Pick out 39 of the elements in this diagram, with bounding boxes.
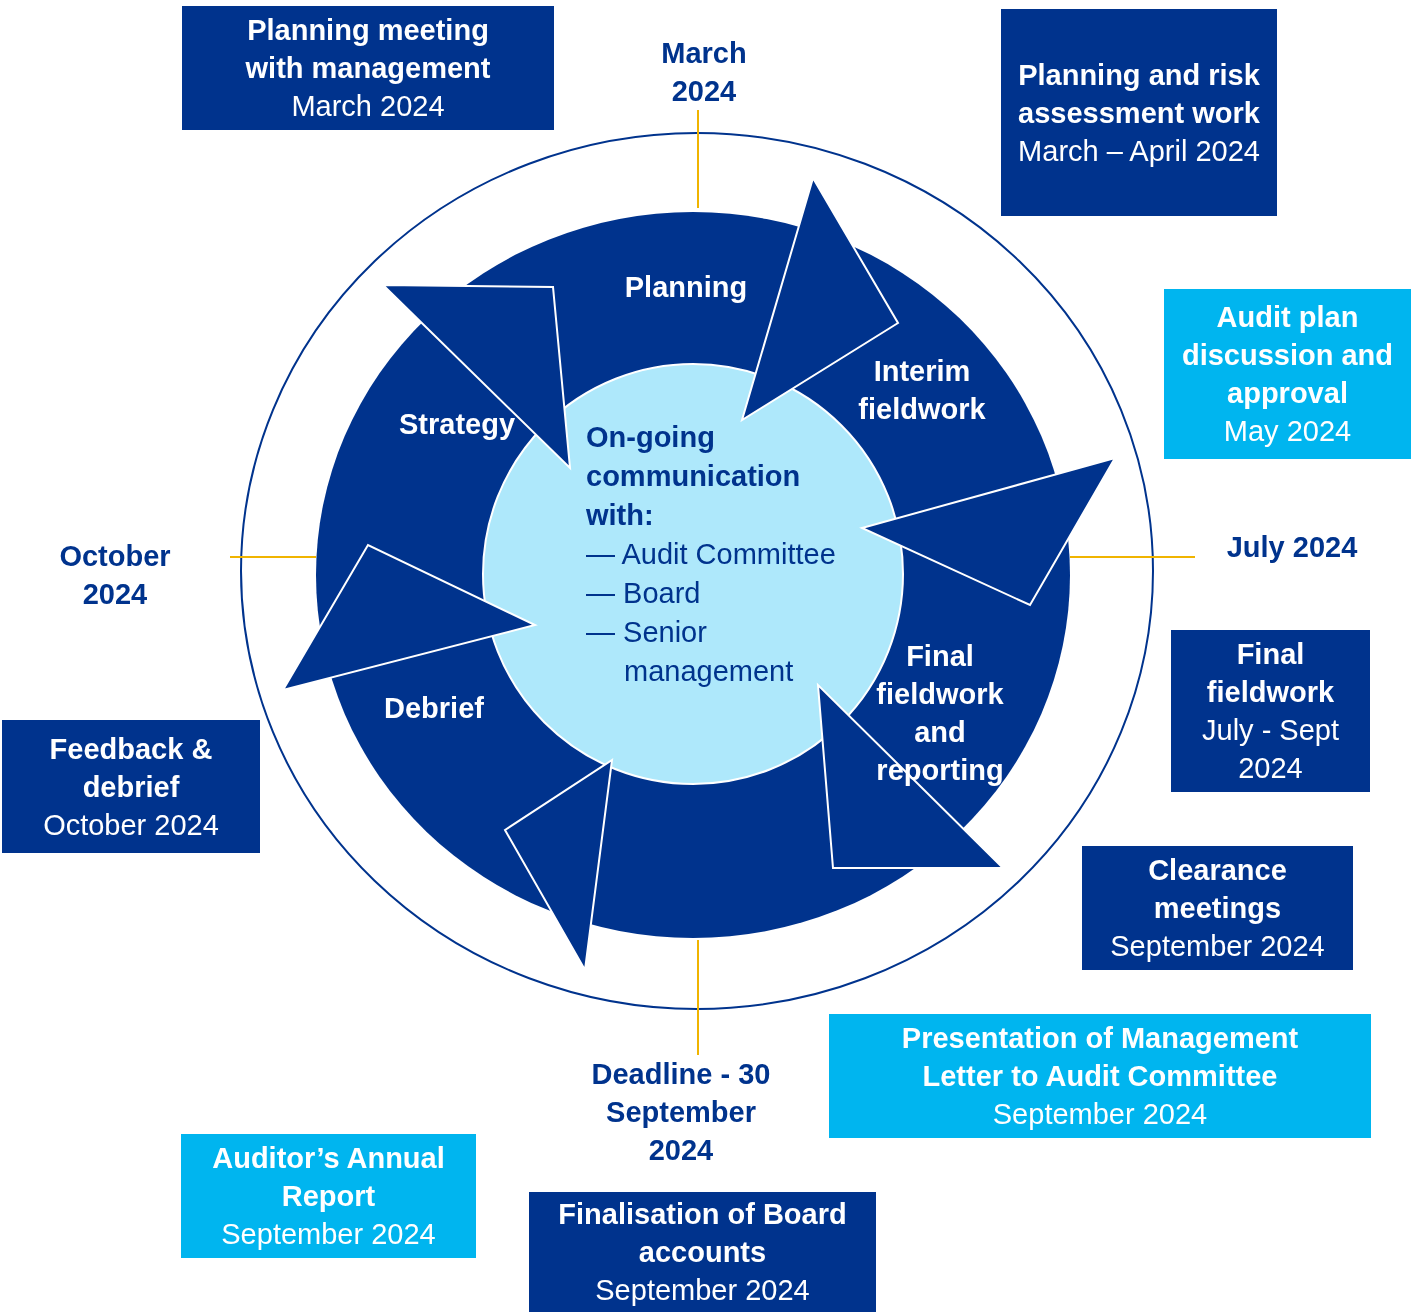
- milestone-title: Planning meeting with management: [244, 13, 492, 86]
- milestone-box: [182, 6, 554, 130]
- milestone-title: Audit plan discussion and approval: [1180, 300, 1395, 411]
- month-label: March 2024: [660, 36, 748, 109]
- milestone-box: [1171, 630, 1370, 792]
- milestone-date: May 2024: [1223, 414, 1352, 449]
- month-label: Deadline - 30 September 2024: [590, 1057, 772, 1168]
- stage-label: Strategy: [397, 407, 516, 442]
- milestone-date: October 2024: [43, 807, 219, 843]
- milestone-box: [2, 720, 260, 853]
- milestone-date: March 2024: [291, 89, 445, 124]
- milestone-title: Feedback & debrief: [48, 731, 214, 805]
- milestone-date: September 2024: [221, 1217, 436, 1252]
- month-label: July 2024: [1225, 530, 1359, 565]
- milestone-box: [829, 1014, 1371, 1138]
- milestone-date: July - Sept 2024: [1201, 713, 1340, 786]
- stage-label: Debrief: [383, 691, 485, 726]
- milestone-title: Auditor’s Annual Report: [211, 1141, 446, 1214]
- milestone-title: Final fieldwork: [1205, 637, 1336, 710]
- milestone-date: March – April 2024: [1018, 133, 1260, 169]
- month-label: October 2024: [58, 539, 172, 612]
- list-item: — Audit Committee: [586, 537, 837, 572]
- milestone-box: [1082, 846, 1353, 970]
- list-item: — Senior management: [586, 615, 795, 689]
- milestone-title: Finalisation of Board accounts: [557, 1197, 848, 1270]
- milestone-date: September 2024: [1110, 929, 1325, 964]
- stage-label: Interim fieldwork: [857, 354, 987, 427]
- milestone-title: Planning and risk assessment work: [1017, 57, 1261, 131]
- milestone-date: September 2024: [595, 1273, 810, 1308]
- list-item: — Board: [586, 576, 702, 611]
- milestone-box: [1164, 289, 1411, 459]
- circle-heading: On-going communication with:: [586, 420, 802, 533]
- milestone-title: Presentation of Management Letter to Audit Committee: [900, 1021, 1300, 1094]
- milestone-box: [1001, 9, 1277, 216]
- milestone-box: [529, 1192, 876, 1312]
- milestone-box: [181, 1134, 476, 1258]
- milestone-title: Clearance meetings: [1147, 853, 1288, 926]
- milestone-date: September 2024: [992, 1097, 1208, 1132]
- stage-label: Planning: [623, 270, 749, 305]
